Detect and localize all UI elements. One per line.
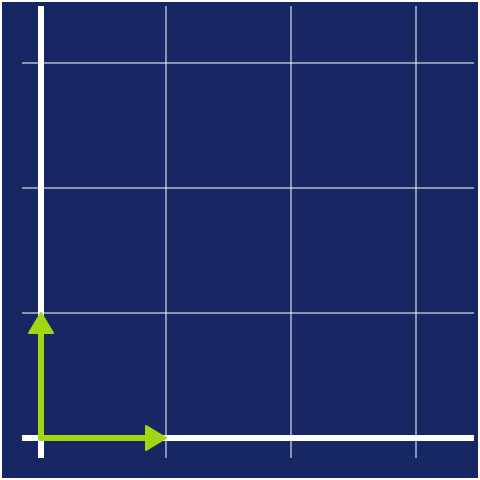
i-hat-vector <box>38 425 167 451</box>
grid-lines <box>22 6 474 458</box>
j-hat-arrowhead <box>28 312 54 334</box>
basis-vectors <box>28 312 167 451</box>
i-hat-arrowhead <box>145 425 167 451</box>
j-hat-vector <box>28 312 54 441</box>
